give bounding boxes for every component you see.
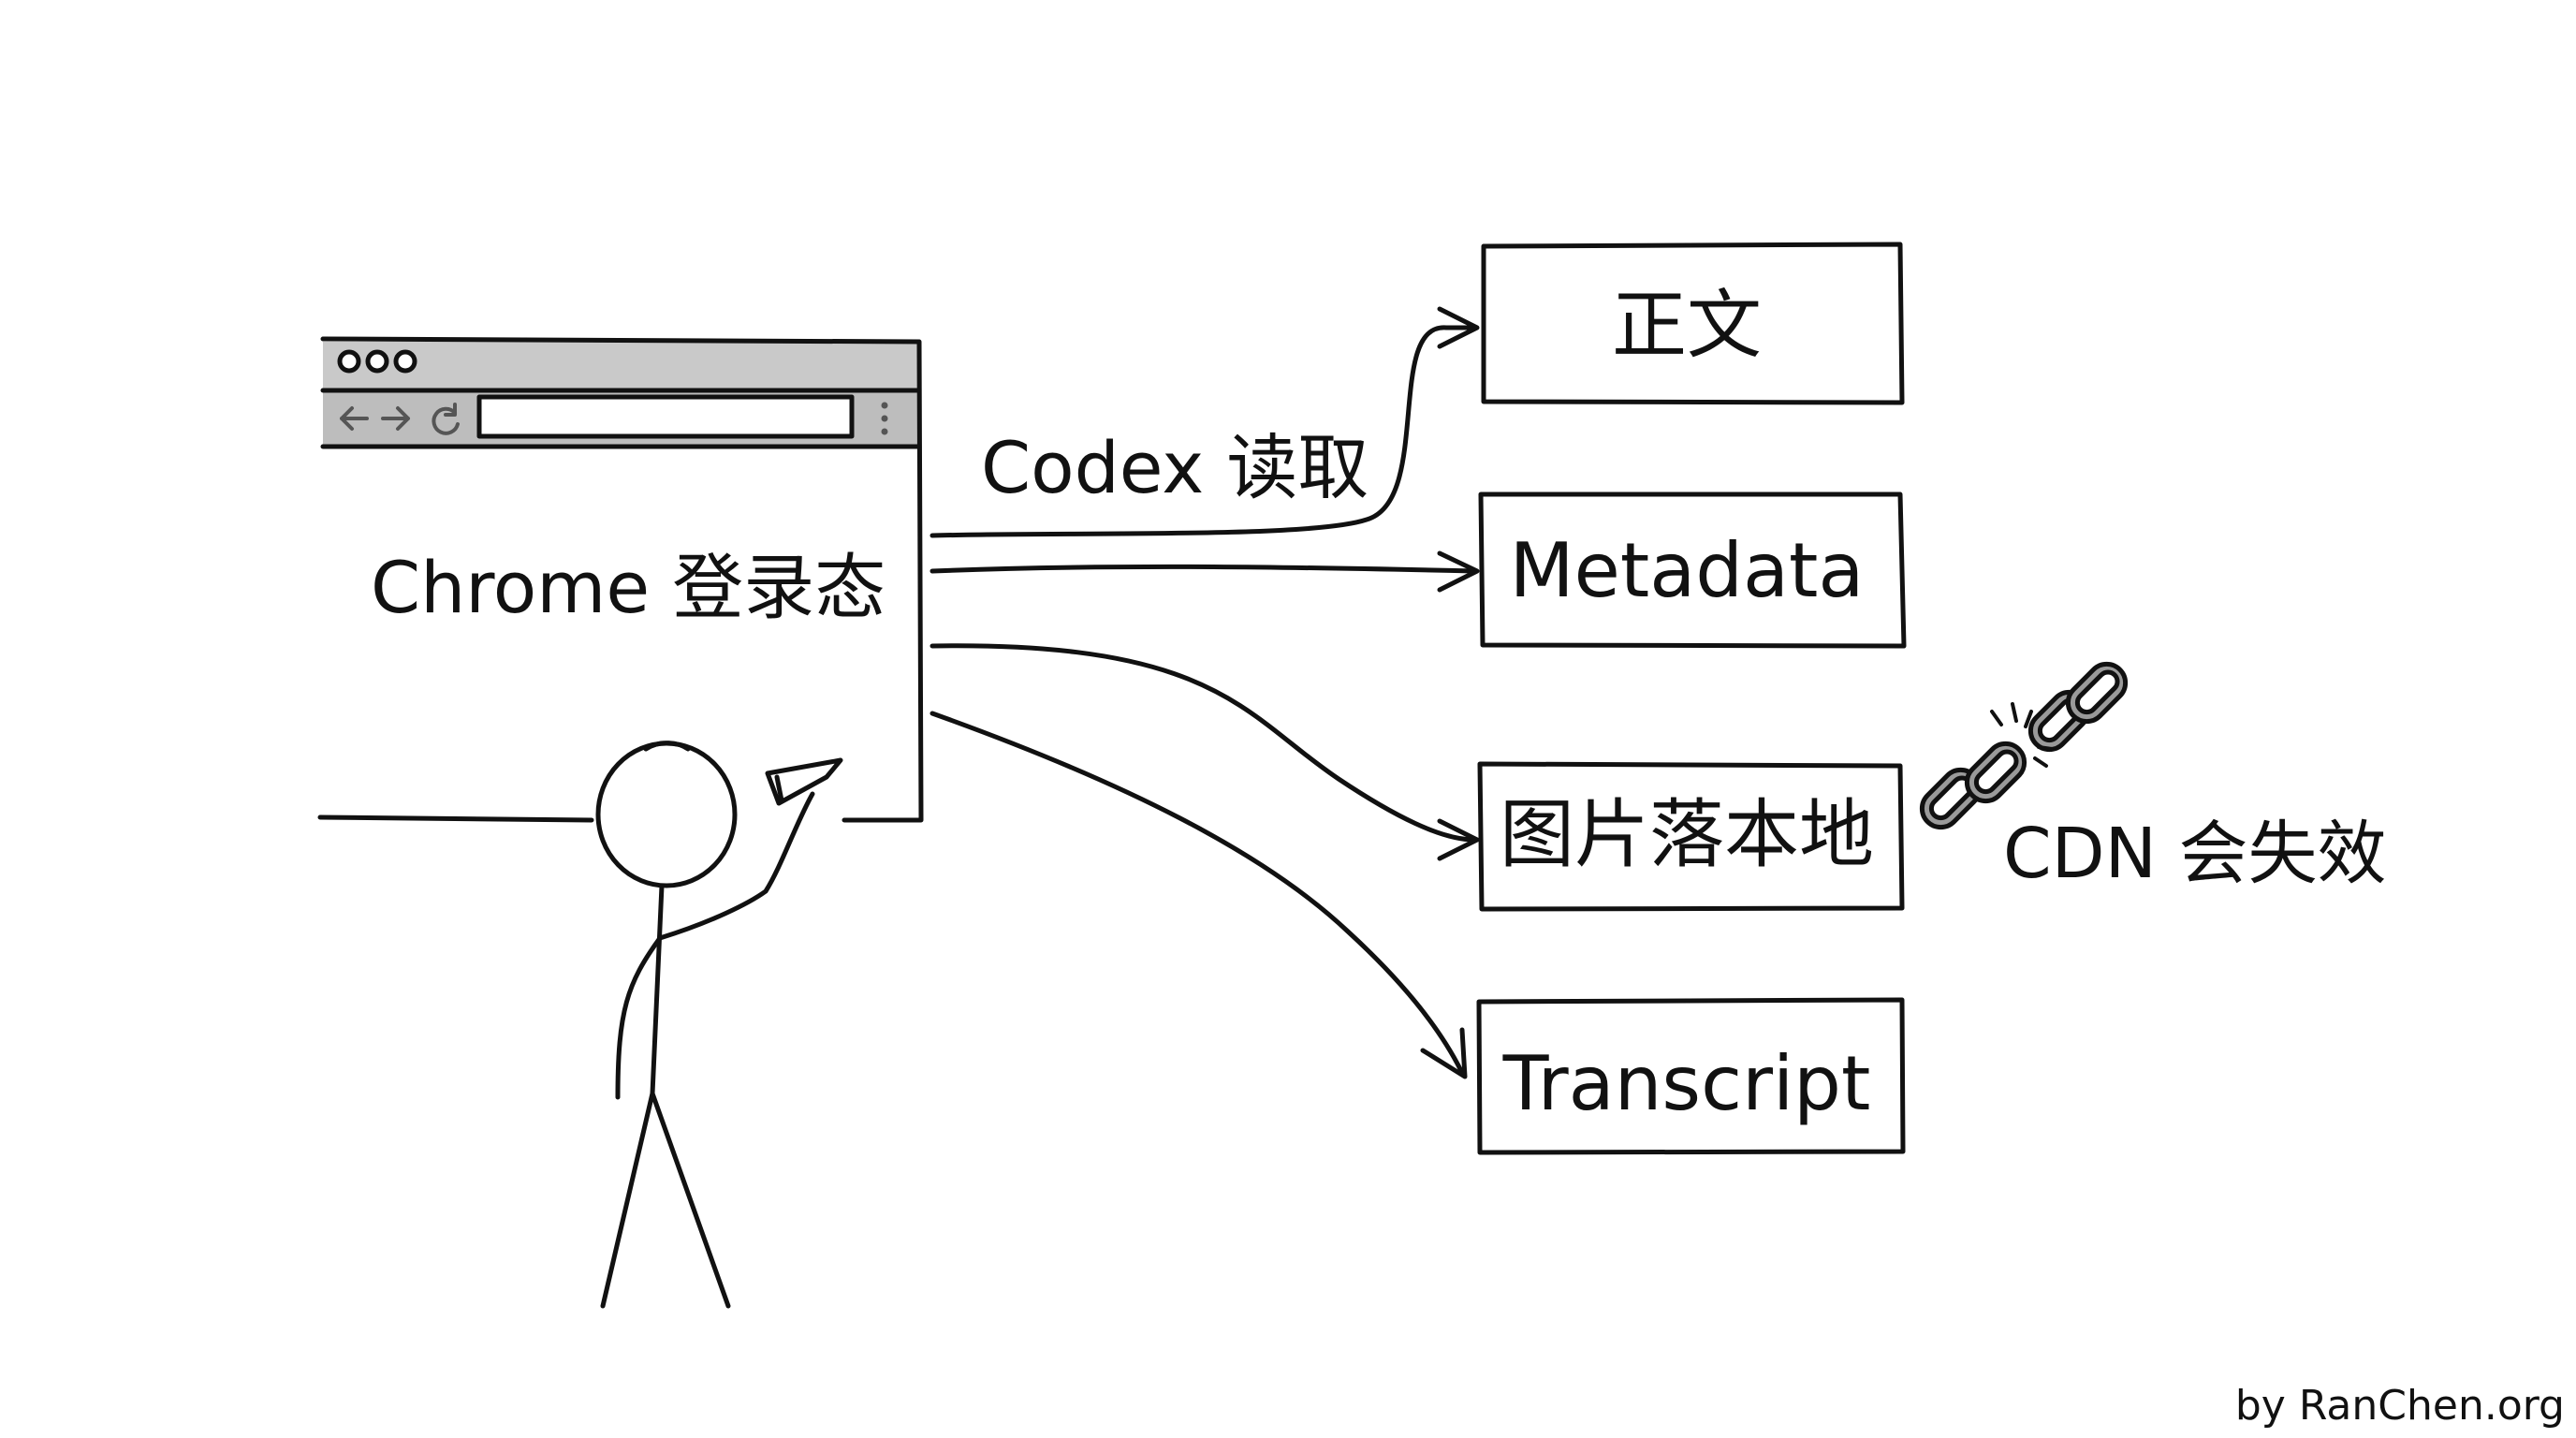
forward-arrow-icon bbox=[381, 406, 410, 431]
output-box-transcript bbox=[1476, 997, 1906, 1155]
credit-label: by RanChen.org bbox=[2234, 1382, 2565, 1430]
back-arrow-icon bbox=[340, 406, 369, 431]
window-dot-icon bbox=[337, 349, 361, 374]
more-menu-icon bbox=[881, 402, 888, 435]
arrowhead bbox=[1437, 818, 1480, 861]
arrowhead bbox=[1437, 306, 1480, 349]
window-dot-icon bbox=[365, 349, 389, 374]
arrowhead bbox=[1420, 1027, 1468, 1079]
arrow-to-images bbox=[929, 643, 1477, 843]
output-box-images bbox=[1477, 761, 1905, 912]
reload-icon bbox=[432, 403, 460, 435]
output-box-body bbox=[1481, 242, 1905, 405]
window-dot-icon bbox=[393, 349, 417, 374]
arrow-to-body bbox=[929, 325, 1477, 538]
break-spark-icon bbox=[1990, 702, 2054, 768]
address-bar bbox=[476, 394, 855, 439]
browser-window bbox=[317, 336, 924, 823]
stick-figure-icon bbox=[595, 741, 843, 1309]
output-label-images: 图片落本地 bbox=[1500, 791, 1874, 878]
arrow-to-transcript bbox=[929, 711, 1466, 1078]
flow-label: Codex 读取 bbox=[981, 426, 1369, 509]
arrowhead bbox=[1437, 550, 1480, 593]
browser-content-label: Chrome 登录态 bbox=[371, 546, 886, 629]
output-label-transcript: Transcript bbox=[1502, 1040, 1871, 1127]
output-label-metadata: Metadata bbox=[1509, 527, 1865, 614]
browser-titlebar bbox=[323, 342, 919, 390]
cdn-note-label: CDN 会失效 bbox=[2003, 814, 2387, 894]
output-box-metadata bbox=[1478, 492, 1907, 649]
output-label-body: 正文 bbox=[1612, 282, 1762, 369]
broken-chain-icon bbox=[1919, 661, 2129, 830]
browser-frame bbox=[317, 336, 924, 823]
arrow-to-metadata bbox=[929, 564, 1477, 574]
